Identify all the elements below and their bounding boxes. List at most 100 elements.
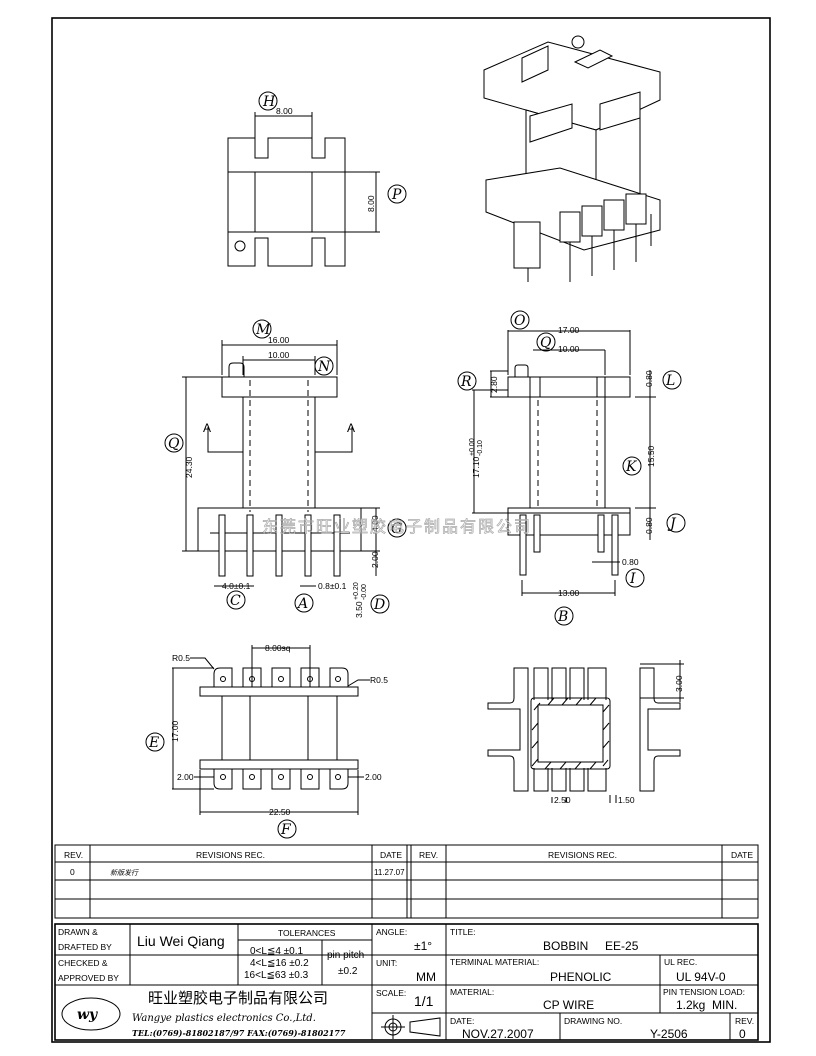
balloon-p: P [391,187,402,203]
unit-label: UNIT: [376,958,397,968]
drawn-by: Liu Wei Qiang [137,933,225,949]
balloon-a: A [296,596,308,612]
balloon-l: L [665,373,675,389]
revisions-header: REVISIONS REC. [196,850,265,860]
rev-header: REV. [64,850,83,860]
tolerances-label: TOLERANCES [278,928,336,938]
ul-label: UL REC. [664,957,697,967]
revisions-header-2: REVISIONS REC. [548,850,617,860]
title-label: TITLE: [450,927,476,937]
balloon-c: C [230,593,241,609]
rev-label: REV. [735,1016,754,1026]
projection-symbol-icon [381,1015,441,1039]
tolerance-row: 4<L≦16 ±0.2 [250,958,309,969]
dim-front-flange: 4.00 [370,515,380,532]
balloon-r: R [460,374,472,390]
scale-value: 1/1 [414,993,434,1009]
front-view: 16.00 10.00 M N 24.30 Q A A 4.00 2.00 G … [164,319,407,618]
drawing-border [51,17,771,1043]
dim-section-top: 3.00 [674,675,684,692]
balloon-o: O [514,313,526,329]
drafted-label: DRAFTED BY [58,942,112,952]
rev-header-2: REV. [419,850,438,860]
pin-tabs [213,667,349,790]
tolerance-row: 16<L≦63 ±0.3 [244,970,309,981]
date-value: NOV.27.2007 [462,1027,534,1041]
unit-value: MM [416,970,436,984]
pin-tension-value: 1.2kg MIN. [676,998,737,1012]
company-name-cn: 旺业塑胶电子制品有限公司 [148,989,328,1007]
dim-radius-left: R0.5 [172,653,190,663]
revision-date: 11.27.07 [374,868,405,877]
revision-table: REV. REVISIONS REC. DATE REV. REVISIONS … [54,844,759,919]
bottom-view: 8.00sq R0.5 R0.5 17.00 E 2.00 2.00 22.50… [145,643,388,839]
checked-label: CHECKED & [58,958,108,968]
dim-bottom-right: 2.00 [365,772,382,782]
date-label: DATE: [450,1016,474,1026]
side-view: 17.00 10.00 O Q 2.80 R 17.10 +0.00 -0.10… [457,310,686,626]
dim-front-pitch: 4.0±0.1 [222,581,251,591]
date-header-2: DATE [731,850,753,860]
drawing-no-label: DRAWING NO. [564,1016,622,1026]
logo-text: wy [77,1007,98,1023]
balloon-q-front: Q [168,436,180,452]
dim-side-height-tol-minus: -0.10 [477,440,484,456]
drawing-no-value: Y-2506 [650,1027,688,1041]
revision-rev: 0 [70,867,75,877]
terminal-material-value: PHENOLIC [550,970,612,984]
dim-side-inner: 10.00 [558,344,580,354]
balloon-d: D [373,597,385,613]
dim-bottom-height: 17.00 [170,720,180,742]
dim-side-flange-top: 2.80 [489,376,499,393]
dim-side-overall: 17.00 [558,325,580,335]
dim-front-tail-tol-plus: +0.20 [353,582,360,600]
dim-front-pin-dia: 0.8±0.1 [318,581,347,591]
company-name-en: Wangye plastics electronics Co.,Ltd. [132,1013,316,1024]
terminal-material-label: TERMINAL MATERIAL: [450,957,539,967]
dim-front-tail: 3.50 [354,601,364,618]
watermark: 东莞市旺业塑胶电子制品有限公司 [262,517,532,536]
balloon-i: I [629,571,636,587]
dim-front-inner: 10.00 [268,350,290,360]
dim-bottom-left: 2.00 [177,772,194,782]
balloon-f: F [280,822,292,838]
angle-value: ±1° [414,939,432,953]
pin-tension-label: PIN TENSION LOAD: [663,987,745,997]
pin-pitch-label: pin pitch [327,950,364,961]
material-value: CP WIRE [543,998,594,1012]
dim-section-wall: 1.50 [618,795,635,805]
section-mark-left: A [203,421,211,435]
dim-side-winding: 15.50 [646,445,656,467]
company-contact: TEL:(0769)-81802187/97 FAX:(0769)-818021… [132,1028,346,1038]
dim-section-slot: 2.50 [554,795,571,805]
dim-bottom-width: 22.50 [269,807,291,817]
dim-side-height-tol-plus: +0.00 [469,438,476,456]
ul-value: UL 94V-0 [676,970,726,984]
date-header: DATE [380,850,402,860]
drawn-label: DRAWN & [58,927,98,937]
material-label: MATERIAL: [450,987,494,997]
balloon-h: H [262,94,276,110]
company-logo: wy [61,997,121,1031]
tolerance-row: 0<L≦4 ±0.1 [250,946,304,957]
rev-value: 0 [739,1027,746,1041]
isometric-view [483,35,661,282]
dim-front-pin-len: 2.00 [370,551,380,568]
balloon-m: M [255,322,271,338]
dim-side-row: 13.00 [558,588,580,598]
angle-label: ANGLE: [376,927,407,937]
dim-side-bottom-thk: 0.80 [644,517,654,534]
balloon-j: J [667,516,677,532]
dim-front-tail-tol-minus: -0.00 [361,584,368,600]
pin-pitch-value: ±0.2 [338,966,358,977]
dim-side-pin: 0.80 [622,557,639,567]
title-value: BOBBIN EE-25 [543,939,639,953]
dim-side-height: 17.10 [471,456,481,478]
revision-desc: 新版发行 [110,869,139,877]
balloon-e: E [148,735,159,751]
dim-top-height: 8.00 [366,195,376,212]
balloon-k: K [625,459,638,475]
dim-side-top-thk: 0.80 [644,370,654,387]
section-mark-right: A [347,421,355,435]
